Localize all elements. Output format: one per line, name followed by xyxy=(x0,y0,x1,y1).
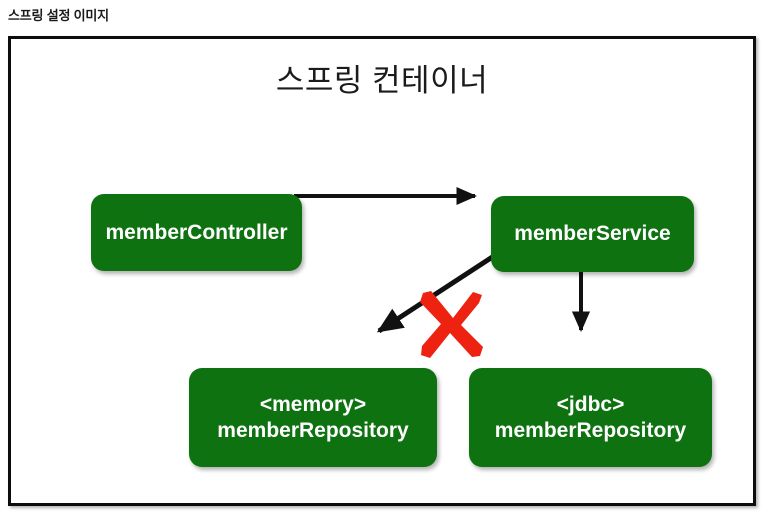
red-x-mark xyxy=(420,291,483,358)
spring-container-frame: 스프링 컨테이너 memberController member xyxy=(8,36,756,506)
bean-label: memberController xyxy=(105,220,288,244)
spring-container-heading: 스프링 컨테이너 xyxy=(275,63,489,98)
bean-label: memberService xyxy=(514,222,671,246)
bean-jdbc-member-repository[interactable]: <jdbc> memberRepository xyxy=(469,368,712,467)
bean-member-controller[interactable]: memberController xyxy=(91,194,302,271)
bean-memory-member-repository[interactable]: <memory> memberRepository xyxy=(189,368,437,467)
bean-label: <memory> memberRepository xyxy=(217,392,409,442)
bean-member-service[interactable]: memberService xyxy=(491,196,694,272)
bean-label: <jdbc> memberRepository xyxy=(494,392,687,442)
page-title: 스프링 설정 이미지 xyxy=(8,8,109,23)
